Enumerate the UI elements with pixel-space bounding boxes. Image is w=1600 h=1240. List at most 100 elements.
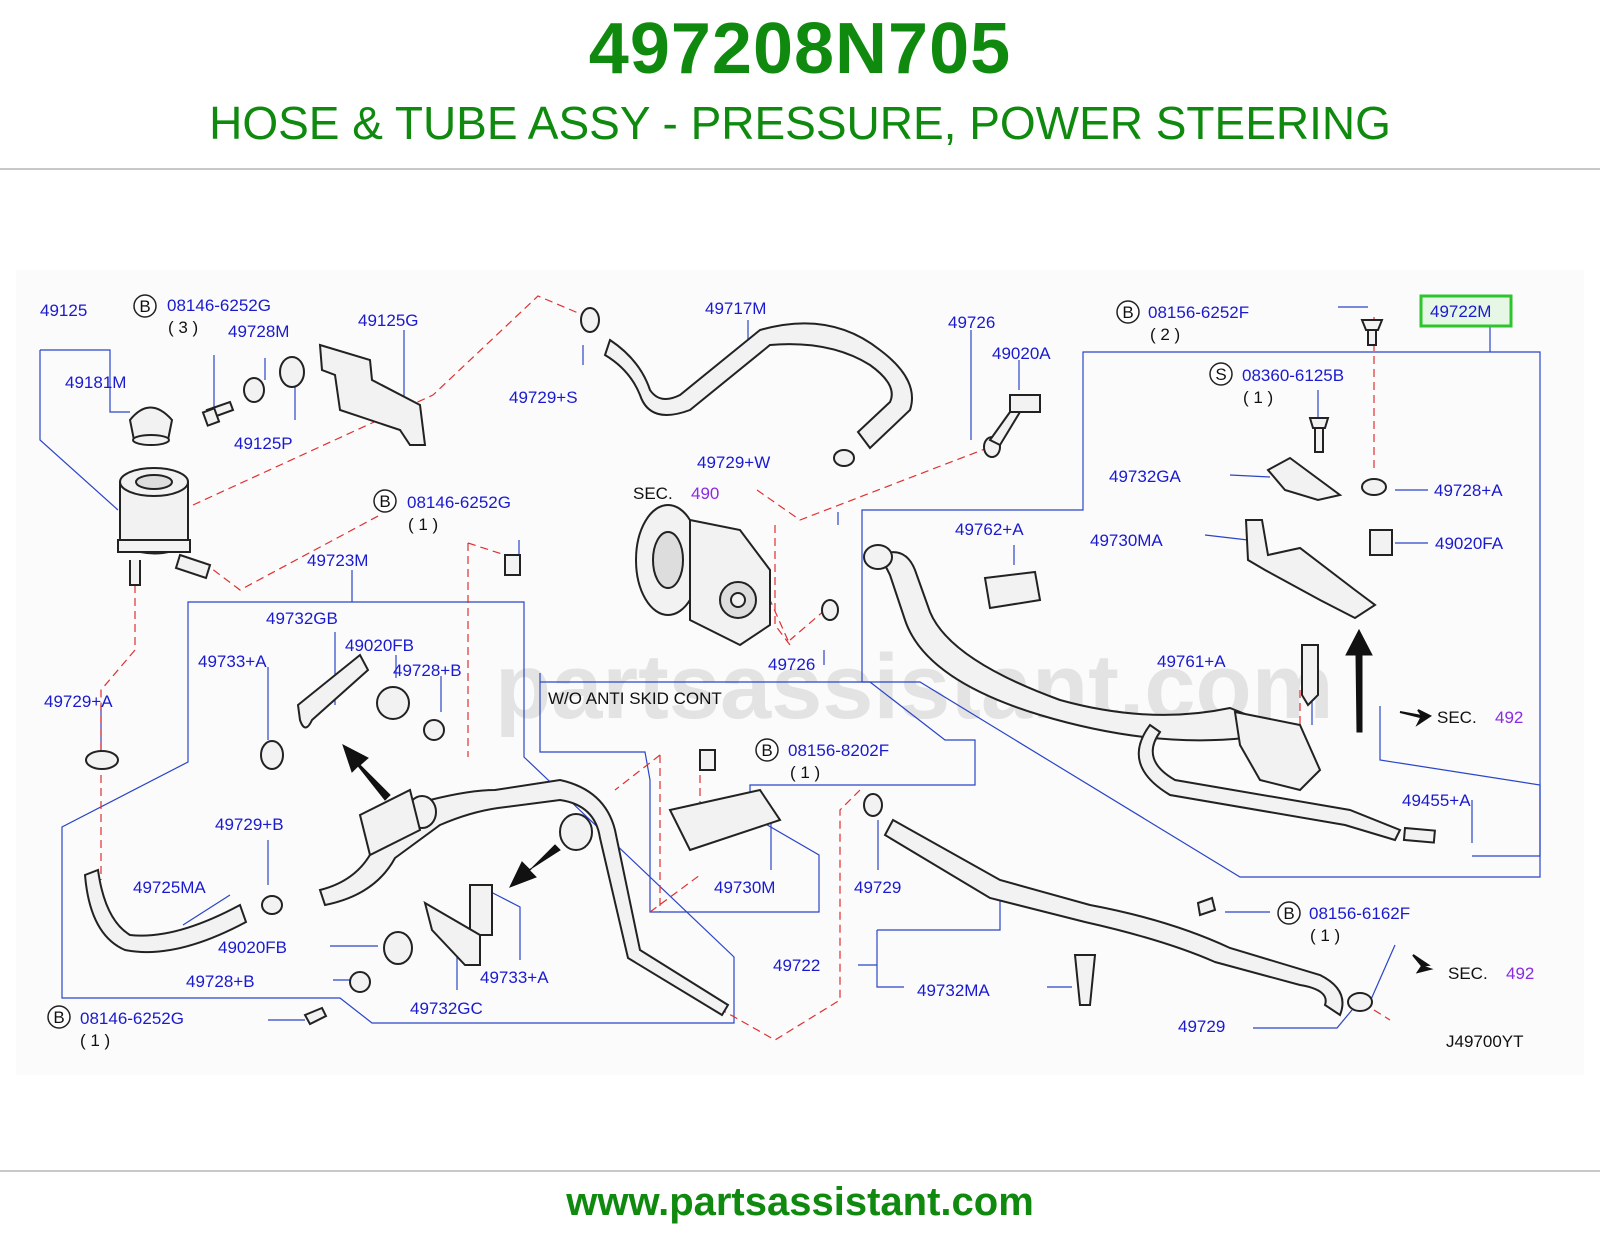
label-49728m[interactable]: 49728M [228, 322, 289, 341]
marker-b-letter: B [1283, 904, 1294, 923]
bolt-part [1196, 896, 1217, 917]
label-08156-8202f[interactable]: 08156-8202F [788, 741, 889, 760]
label-08146-6252g[interactable]: 08146-6252G [167, 296, 271, 315]
quantity-label: ( 1 ) [790, 763, 820, 782]
label-49722[interactable]: 49722 [773, 956, 820, 975]
page-header: 497208N705 HOSE & TUBE ASSY - PRESSURE, … [0, 0, 1600, 168]
quantity-label: ( 1 ) [1310, 926, 1340, 945]
label-49125p[interactable]: 49125P [234, 434, 293, 453]
insulator-part [376, 686, 410, 720]
part-number-title: 497208N705 [588, 9, 1012, 89]
label-49729[interactable]: 49729 [854, 878, 901, 897]
variant-note: W/O ANTI SKID CONT [548, 689, 722, 708]
label-49125g[interactable]: 49125G [358, 311, 419, 330]
sec-492-link[interactable]: 492 [1495, 708, 1523, 727]
marker-s [1209, 362, 1233, 386]
label-49726[interactable]: 49726 [768, 655, 815, 674]
label-49762a[interactable]: 49762+A [955, 520, 1024, 539]
clamp-part [580, 307, 600, 333]
diagram-background [16, 270, 1584, 1075]
reservoir-cap [128, 406, 174, 446]
label-08146-6252g[interactable]: 08146-6252G [80, 1009, 184, 1028]
connection-lines [100, 295, 1391, 1041]
washer-part [821, 599, 839, 621]
marker-b-letter: B [1122, 303, 1133, 322]
label-49729w[interactable]: 49729+W [697, 453, 770, 472]
label-49455a[interactable]: 49455+A [1402, 791, 1471, 810]
marker-b [1116, 300, 1140, 324]
label-49020fa[interactable]: 49020FA [1435, 534, 1504, 553]
quantity-label: ( 2 ) [1150, 325, 1180, 344]
tube-assembly-49723m [318, 778, 730, 1017]
clip-49732ma [1073, 954, 1097, 1006]
label-08156-6162f[interactable]: 08156-6162F [1309, 904, 1410, 923]
marker-b [373, 489, 397, 513]
label-49722m[interactable]: 49722M [1430, 302, 1491, 321]
label-49181m[interactable]: 49181M [65, 373, 126, 392]
label-49732gc[interactable]: 49732GC [410, 999, 483, 1018]
insulator-part [383, 931, 413, 965]
part-drawings [83, 307, 1436, 1026]
label-49729[interactable]: 49729 [1178, 1017, 1225, 1036]
sec-label: SEC. [633, 484, 673, 503]
marker-b [1277, 901, 1301, 925]
label-49726[interactable]: 49726 [948, 313, 995, 332]
sec-490-link[interactable]: 490 [691, 484, 719, 503]
clamp-part [1347, 992, 1373, 1012]
label-49729a[interactable]: 49729+A [44, 692, 113, 711]
marker-b-letter: B [53, 1008, 64, 1027]
bracket-49732ga [1266, 456, 1343, 502]
leader-lines [39, 306, 1541, 1029]
label-49729s[interactable]: 49729+S [509, 388, 578, 407]
arrow-up [1345, 628, 1373, 733]
marker-b-letter: B [139, 297, 150, 316]
grommet-part [349, 971, 371, 993]
header-divider [0, 168, 1600, 170]
arrow-down-left [509, 844, 561, 888]
collar-part [1361, 478, 1387, 496]
label-49732ma[interactable]: 49732MA [917, 981, 990, 1000]
label-49723m[interactable]: 49723M [307, 551, 368, 570]
bolt-part [1308, 417, 1330, 453]
label-49729b[interactable]: 49729+B [215, 815, 284, 834]
label-49733a[interactable]: 49733+A [198, 652, 267, 671]
label-08146-6252g[interactable]: 08146-6252G [407, 493, 511, 512]
diagram-code: J49700YT [1446, 1032, 1524, 1051]
sec-492-link[interactable]: 492 [1506, 964, 1534, 983]
label-49732gb[interactable]: 49732GB [266, 609, 338, 628]
pressure-hose-assembly [863, 544, 1436, 844]
label-49728a[interactable]: 49728+A [1434, 481, 1503, 500]
quantity-label: ( 1 ) [408, 515, 438, 534]
label-49717m[interactable]: 49717M [705, 299, 766, 318]
marker-letters: B B S B B B B [53, 297, 1294, 1027]
bolt-part [1360, 319, 1384, 346]
direction-arrows [342, 628, 1434, 974]
quantity-label: ( 1 ) [80, 1031, 110, 1050]
arrow-right [1399, 709, 1432, 727]
label-49725ma[interactable]: 49725MA [133, 878, 206, 897]
pressure-switch [1301, 644, 1319, 707]
selected-part-highlight [1419, 294, 1513, 328]
label-08360-6125b[interactable]: 08360-6125B [1242, 366, 1344, 385]
bracket-49732gb [296, 653, 370, 729]
union-fitting [983, 570, 1042, 610]
insulator-part [279, 356, 305, 388]
collar-part [260, 740, 284, 770]
label-49728b[interactable]: 49728+B [393, 661, 462, 680]
marker-b-letter: B [761, 741, 772, 760]
label-49125[interactable]: 49125 [40, 301, 87, 320]
label-49730ma[interactable]: 49730MA [1090, 531, 1163, 550]
label-49732ga[interactable]: 49732GA [1109, 467, 1181, 486]
collar-part [469, 884, 493, 936]
label-49020fb[interactable]: 49020FB [345, 636, 414, 655]
label-49730m[interactable]: 49730M [714, 878, 775, 897]
insulator-part [1369, 529, 1393, 556]
label-49728b[interactable]: 49728+B [186, 972, 255, 991]
footer-website-link[interactable]: www.partsassistant.com [566, 1180, 1034, 1224]
label-49020a[interactable]: 49020A [992, 344, 1051, 363]
label-08156-6252f[interactable]: 08156-6252F [1148, 303, 1249, 322]
label-49733a[interactable]: 49733+A [480, 968, 549, 987]
label-49020fb[interactable]: 49020FB [218, 938, 287, 957]
label-49761a[interactable]: 49761+A [1157, 652, 1226, 671]
